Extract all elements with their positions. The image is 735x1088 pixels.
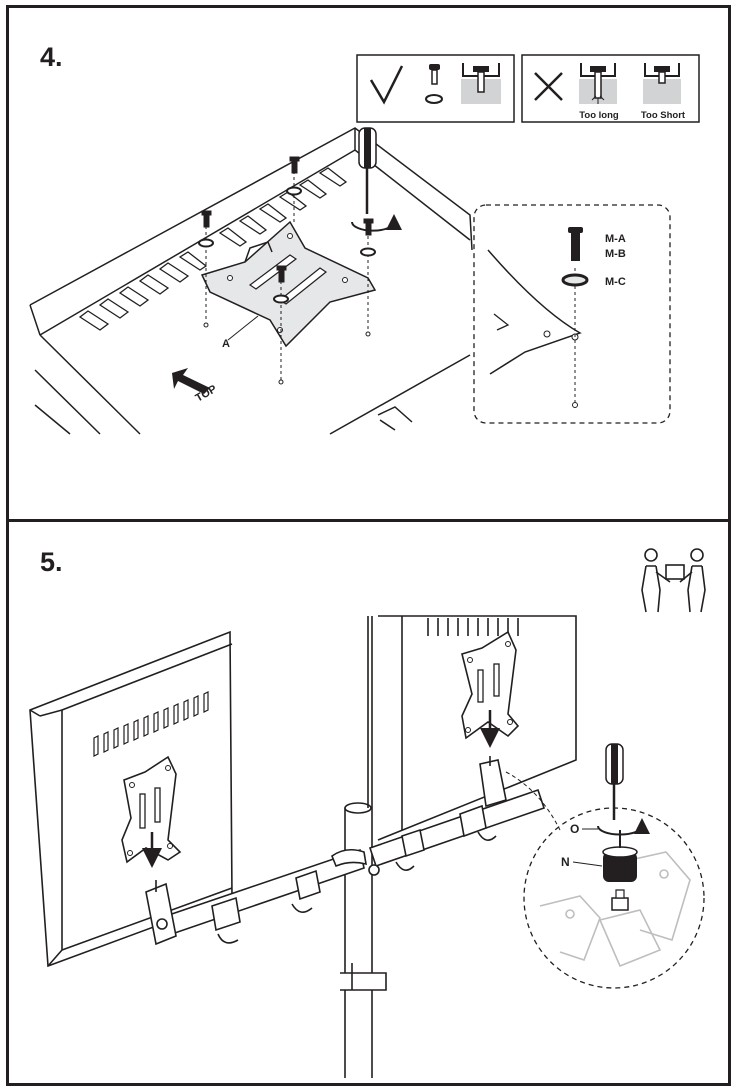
screw-label-o: O [570,822,579,836]
step-5-diagram: O N [29,548,706,1078]
right-vesa-plate [461,630,520,748]
correct-fit-icon [461,63,501,104]
step4-screws [198,156,376,385]
screw-label-ma: M-A [605,233,626,245]
plate-a-leader [227,315,259,341]
checkmark-icon [369,65,404,105]
screwdriver-icon [351,127,402,232]
washer-icon [425,94,443,104]
cross-icon [534,72,563,101]
washer-label-mc: M-C [605,276,626,288]
monitor-back-perspective [29,127,473,435]
hardware-callout: M-A M-B M-C [473,204,671,424]
knob-label-n: N [561,855,570,869]
knob-callout: O N [505,743,705,989]
legend-correct-box [356,54,515,123]
dual-monitor-arm [145,756,546,946]
step-4-number: 4. [40,42,63,72]
monitor-vents [78,167,348,331]
screw-label-mb: M-B [605,248,626,260]
too-short-icon [643,63,681,104]
step-5-number: 5. [40,547,63,577]
plate-a-label: A [222,338,230,350]
left-vesa-plate [121,755,182,868]
screw-icon [429,64,440,85]
top-direction-arrow: TOP [172,368,219,405]
vesa-plate-a [200,220,377,348]
too-long-icon [579,63,617,104]
step-4-diagram: Too long Too Short [29,54,700,435]
legend-incorrect-box: Too long Too Short [521,54,700,123]
too-long-label: Too long [579,110,619,121]
two-person-lift-icon [641,548,706,613]
section-divider [6,519,728,522]
left-monitor-vents [93,691,209,757]
too-short-label: Too Short [641,110,686,121]
instruction-sheet-frame [6,5,731,1086]
